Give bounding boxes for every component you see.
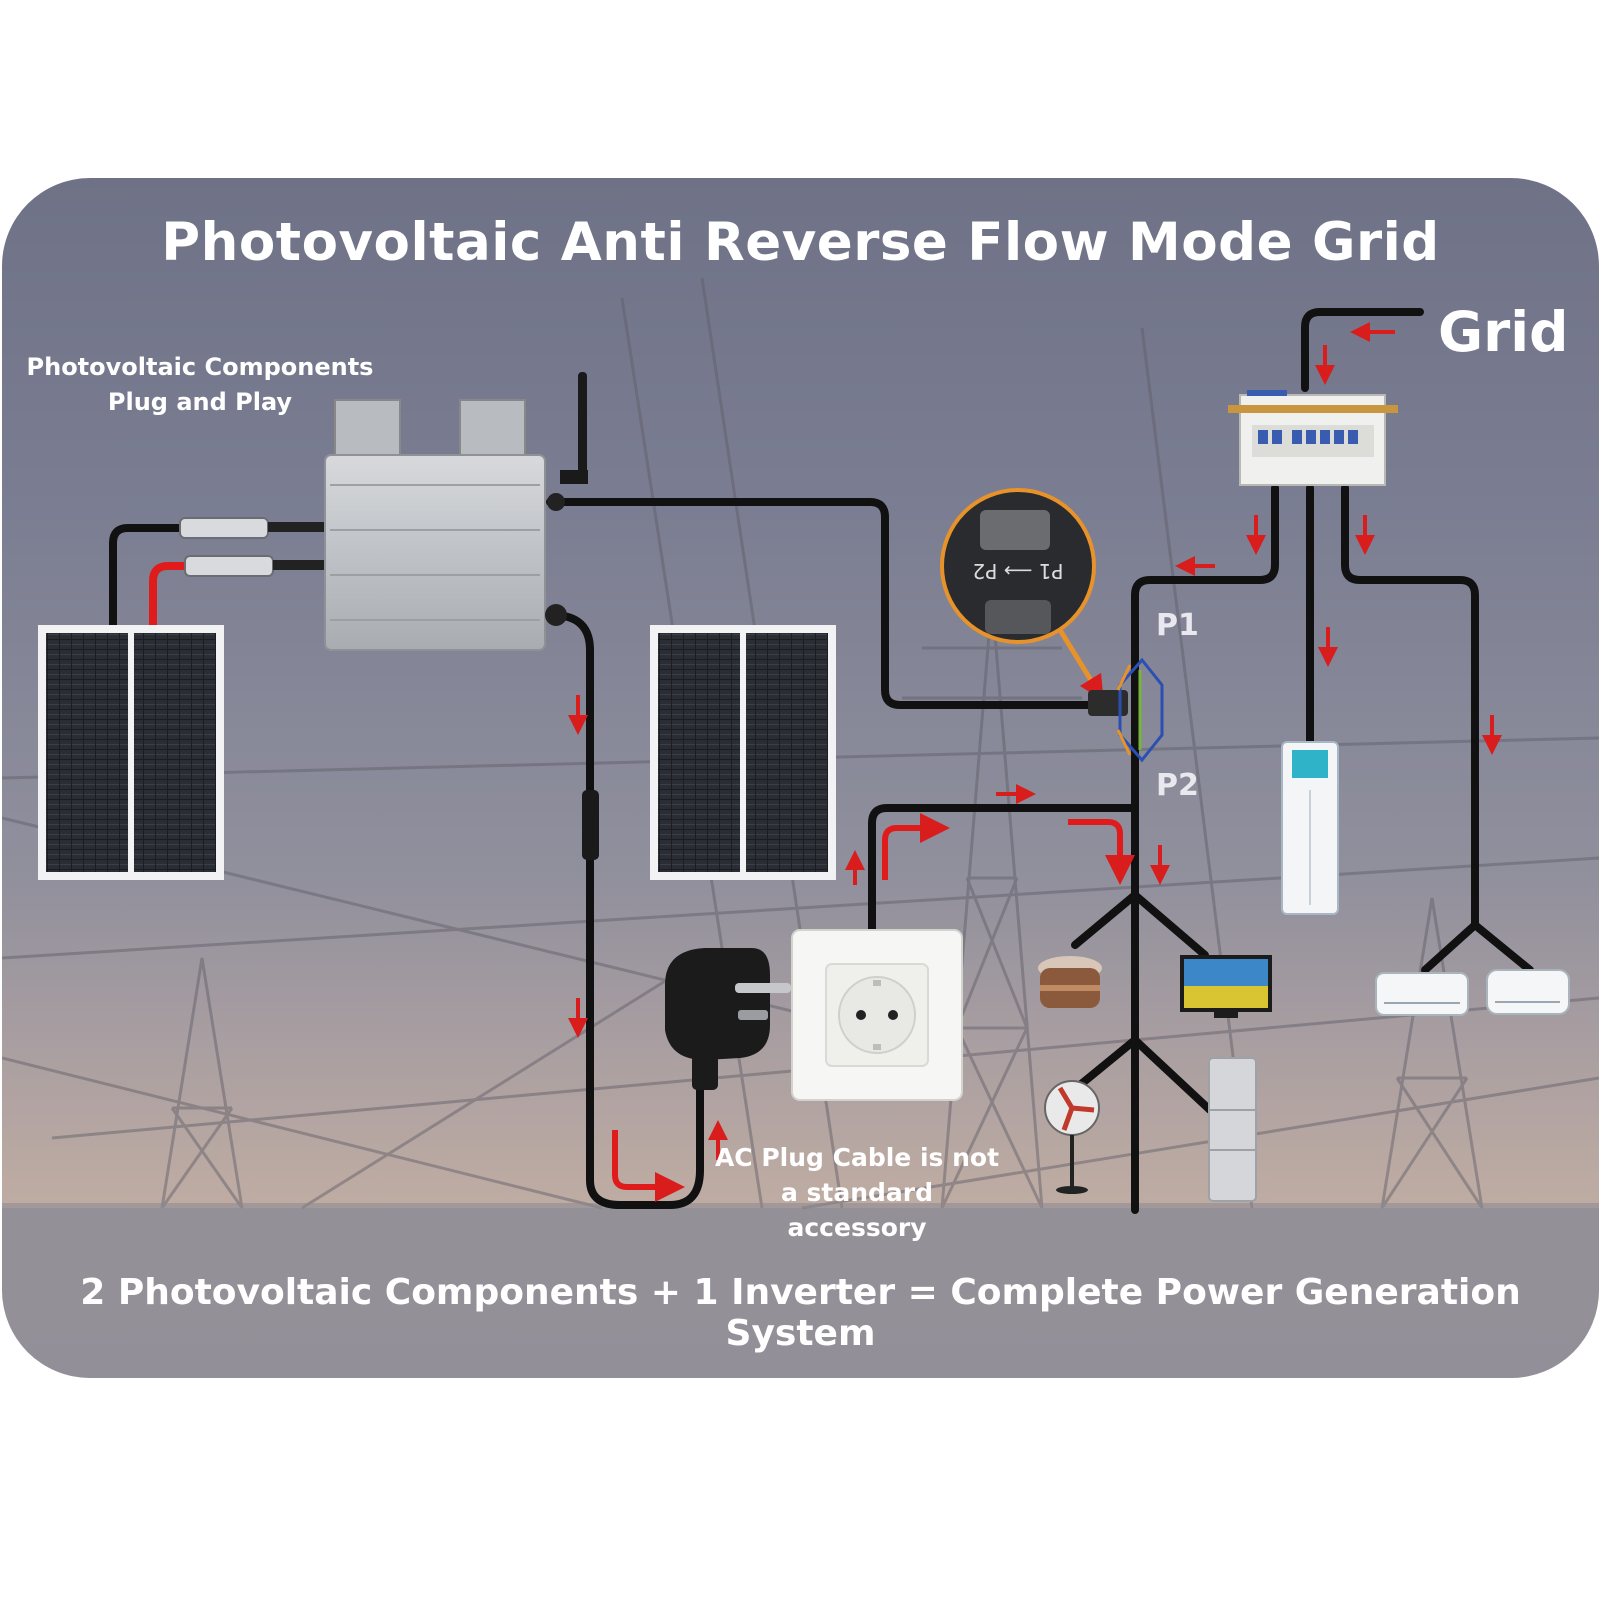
diagram-title: Photovoltaic Anti Reverse Flow Mode Grid: [161, 212, 1440, 273]
antenna-icon: [560, 372, 588, 484]
pv-label-line1: Photovoltaic Components: [26, 353, 374, 381]
ac-note-line1: AC Plug Cable is not: [714, 1143, 1000, 1172]
p1-label: P1: [1156, 608, 1199, 643]
mc4-connector-icon: [179, 517, 328, 577]
inverter-icon: [324, 399, 567, 651]
ac-note-line2: a standard accessory: [780, 1178, 934, 1242]
air-conditioner-icon: [1486, 969, 1570, 1015]
fan-icon: [1044, 1080, 1100, 1194]
air-conditioner-icon: [1281, 741, 1339, 915]
ct-clamp-icon: [1088, 657, 1164, 763]
ac-grid-cables: [546, 308, 1534, 1214]
dc-cables: [109, 524, 189, 629]
bottom-caption: 2 Photovoltaic Components + 1 Inverter =…: [80, 1272, 1521, 1354]
distribution-box-icon: [1228, 390, 1398, 486]
flow-path-arrows: [612, 813, 1135, 1202]
plug-icon: [665, 948, 791, 1090]
pv-components-label: Photovoltaic Components Plug and Play: [20, 350, 380, 420]
flow-arrows: [568, 322, 1502, 1160]
ac-plug-note: AC Plug Cable is not a standard accessor…: [712, 1140, 1002, 1245]
ac-cable-connector: [582, 790, 599, 860]
socket-icon: [791, 929, 963, 1101]
p2-label: P2: [1156, 768, 1199, 803]
ct-clamp-zoom: P1 ⟶ P2: [940, 488, 1104, 701]
rice-cooker-icon: [1038, 956, 1102, 1008]
fridge-icon: [1208, 1057, 1257, 1202]
svg-text:P1 ⟶ P2: P1 ⟶ P2: [973, 559, 1064, 583]
pv-label-line2: Plug and Play: [107, 388, 293, 416]
solar-panel-icon: [650, 625, 836, 880]
tv-icon: [1180, 955, 1272, 1018]
solar-panel-icon: [38, 625, 224, 880]
air-conditioner-icon: [1375, 972, 1469, 1016]
grid-label: Grid: [1438, 300, 1569, 364]
